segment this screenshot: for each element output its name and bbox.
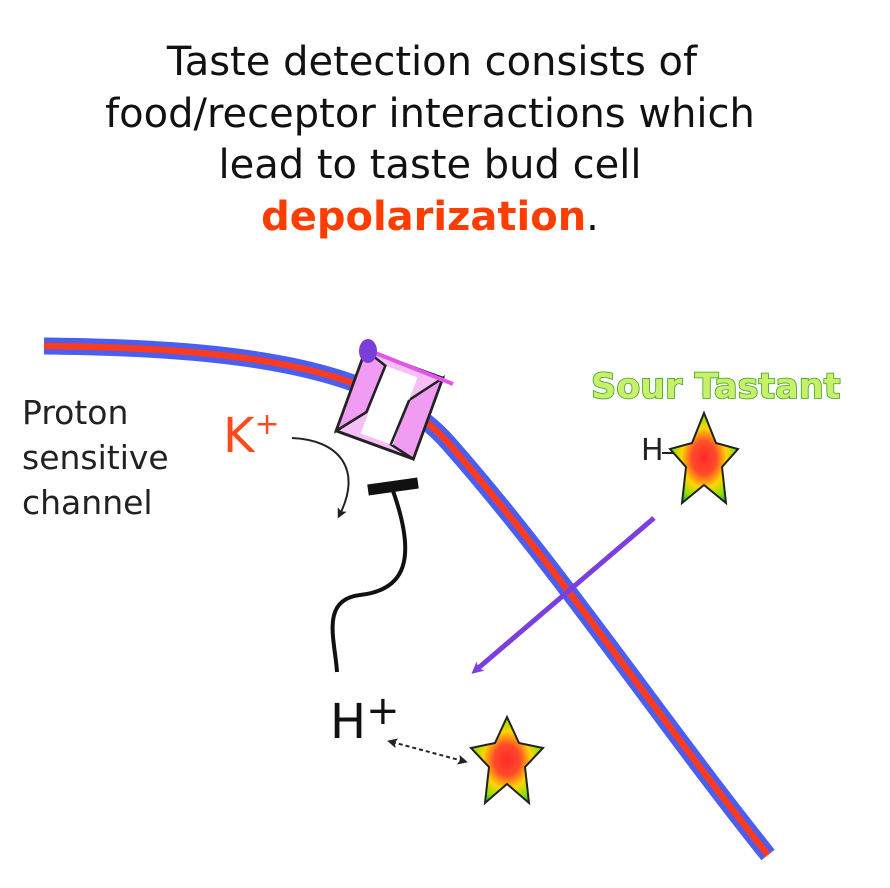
sour-tastant-label: Sour Tastant (591, 367, 840, 407)
title-line-3: lead to taste bud cell (219, 142, 642, 188)
k-ion-charge: + (254, 407, 279, 442)
title-line-2: food/receptor interactions which (105, 91, 755, 137)
entry-arrow (471, 516, 656, 674)
channel-lid-knob (359, 339, 377, 363)
title-end-punct: . (586, 194, 599, 240)
channel-pore (360, 365, 418, 446)
k-efflux-arrow (291, 437, 350, 519)
title-line-4: depolarization. (261, 194, 599, 240)
ion-channel-icon (333, 348, 446, 461)
h-ion-label: H+ (330, 688, 400, 750)
channel-right-gate-edge (389, 399, 411, 445)
k-ion-symbol: K (223, 408, 256, 464)
channel-label-1: Proton (22, 393, 128, 432)
tastant-star-icon (668, 410, 740, 506)
star-icon (469, 714, 545, 806)
channel-lid-line (367, 348, 454, 386)
h-ion-symbol: H (330, 694, 366, 750)
channel-left-gate-edge (335, 365, 387, 432)
title-line-1: Taste detection consists of (166, 39, 698, 85)
channel-label-2: sensitive (22, 438, 169, 477)
channel-label-3: channel (22, 483, 153, 522)
inhibition-bar-icon (367, 477, 419, 496)
k-ion-label: K+ (223, 407, 280, 464)
tastant-h-label: H (641, 433, 664, 468)
inhibition-line (330, 487, 408, 673)
membrane-inner (43, 342, 771, 858)
title-emphasis: depolarization (261, 194, 586, 240)
cell-membrane (43, 337, 775, 861)
h-ion-charge: + (366, 688, 400, 734)
dissociation-arrow (387, 738, 468, 765)
